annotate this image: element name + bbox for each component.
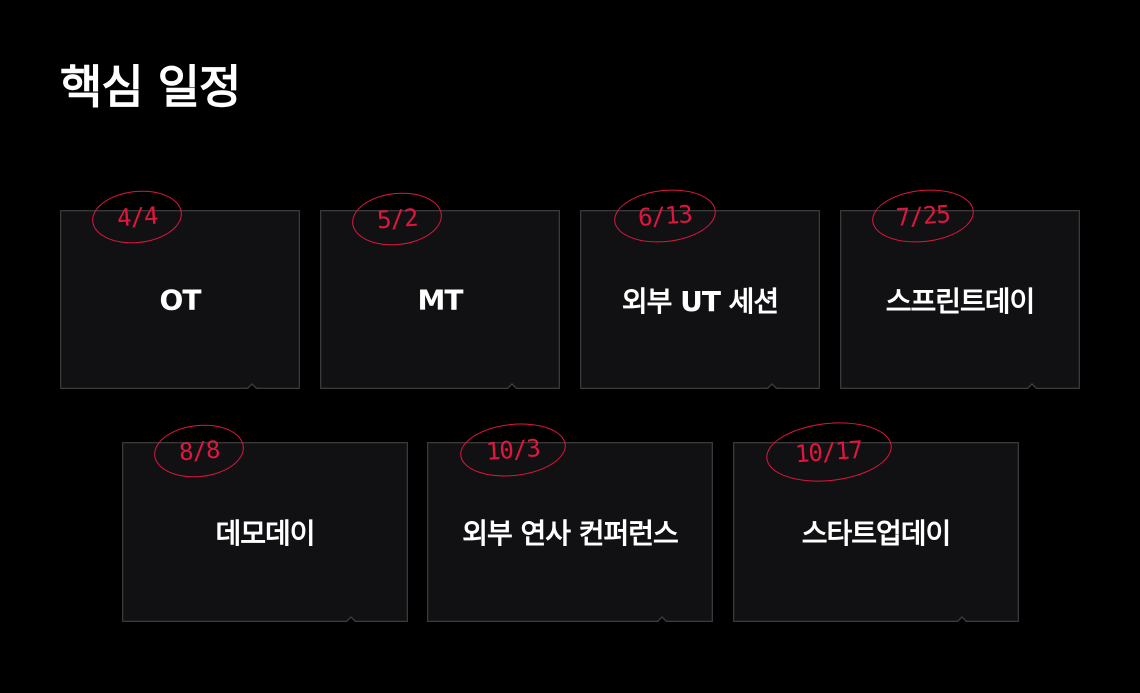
event-name: OT bbox=[159, 283, 202, 316]
page-title: 핵심 일정 bbox=[60, 60, 241, 114]
card-notch bbox=[246, 382, 258, 390]
event-card-demo-day: 데모데이 bbox=[122, 442, 408, 623]
event-card-mt: MT bbox=[320, 210, 560, 390]
card-notch bbox=[506, 382, 518, 390]
event-date: 5/2 bbox=[375, 203, 419, 235]
event-card-startup-day: 스타트업데이 bbox=[733, 442, 1019, 623]
card-notch bbox=[1026, 382, 1038, 390]
event-date: 10/17 bbox=[794, 435, 864, 469]
event-card-speaker-conference: 외부 연사 컨퍼런스 bbox=[427, 442, 713, 623]
event-date: 10/3 bbox=[485, 434, 541, 466]
card-notch bbox=[656, 615, 668, 623]
event-date: 4/4 bbox=[115, 201, 159, 233]
event-name: 스프린트데이 bbox=[885, 284, 1036, 318]
event-name: 데모데이 bbox=[215, 517, 315, 550]
card-notch bbox=[956, 615, 968, 623]
event-date: 7/25 bbox=[895, 200, 951, 232]
event-name: MT bbox=[417, 283, 464, 316]
card-notch bbox=[345, 615, 357, 623]
card-notch bbox=[766, 382, 778, 390]
event-date: 6/13 bbox=[637, 200, 693, 232]
event-name: 스타트업데이 bbox=[801, 517, 952, 550]
event-card-ot: OT bbox=[60, 210, 300, 390]
event-date: 8/8 bbox=[177, 435, 221, 467]
event-name: 외부 UT 세션 bbox=[621, 284, 779, 318]
event-name: 외부 연사 컨퍼런스 bbox=[462, 517, 679, 550]
event-card-sprint-day: 스프린트데이 bbox=[840, 210, 1080, 390]
event-card-ut-session: 외부 UT 세션 bbox=[580, 210, 820, 390]
